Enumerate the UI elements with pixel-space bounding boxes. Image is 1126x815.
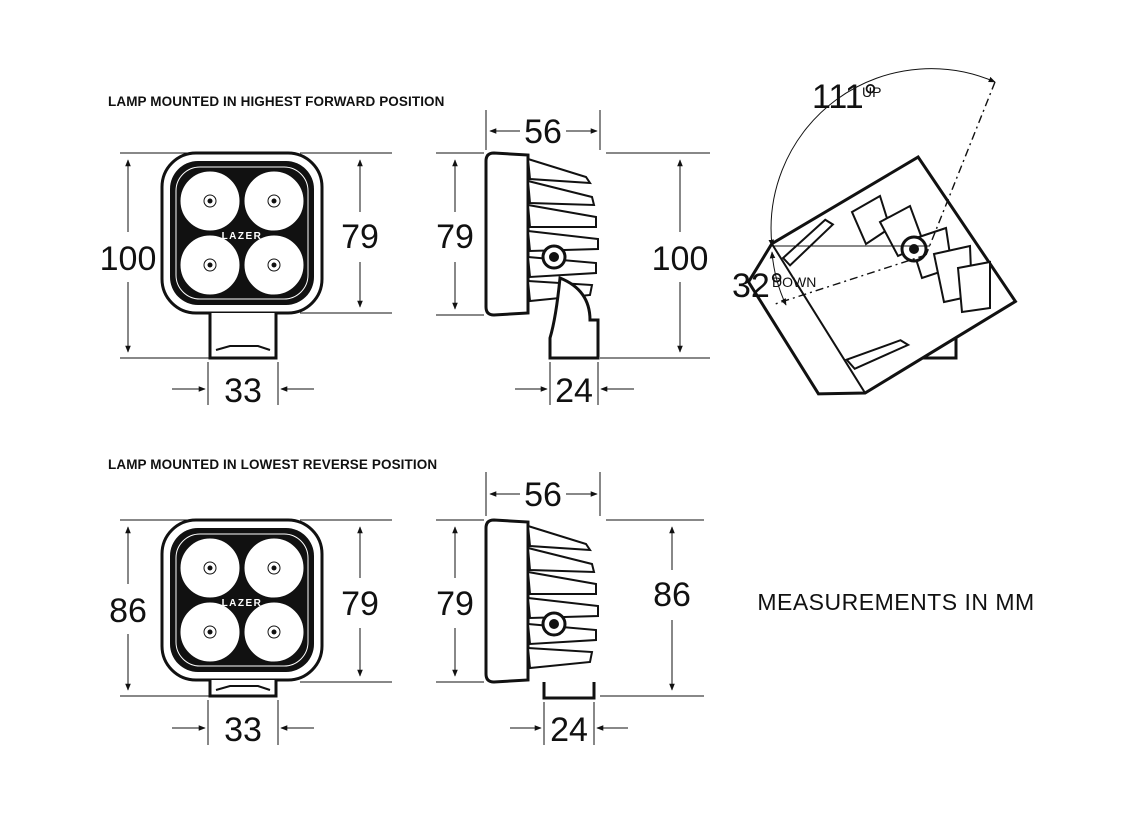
tilt-down-label: DOWN: [772, 274, 816, 290]
bottom-front-body-height: 79: [341, 585, 379, 623]
top-side-height: 100: [652, 240, 709, 278]
bottom-side-height: 86: [653, 576, 691, 614]
bottom-front-mount-width: 33: [224, 711, 262, 749]
heading-top: LAMP MOUNTED IN HIGHEST FORWARD POSITION: [108, 94, 445, 109]
logo-text-top: LAZER: [222, 231, 263, 242]
bottom-front-height: 86: [109, 592, 147, 630]
top-side-view: 56 79 100 24: [436, 110, 710, 410]
bottom-side-width: 56: [524, 476, 562, 514]
top-front-body-height: 79: [341, 218, 379, 256]
logo-text-bottom: LAZER: [222, 598, 263, 609]
tilt-diagram: 111° UP 32° DOWN: [732, 68, 1018, 396]
bottom-side-body-height: 79: [436, 585, 474, 623]
top-front-height: 100: [100, 240, 157, 278]
bottom-side-view: 56 79 86 24: [436, 472, 704, 749]
top-side-width: 56: [524, 113, 562, 151]
heading-bottom: LAMP MOUNTED IN LOWEST REVERSE POSITION: [108, 457, 437, 472]
tilt-up-label: UP: [862, 84, 881, 100]
top-side-mount-width: 24: [555, 372, 593, 410]
top-front-mount-width: 33: [224, 372, 262, 410]
tilt-up-angle: 111°: [812, 78, 877, 116]
units-note: MEASUREMENTS IN MM: [757, 589, 1034, 615]
top-front-view: LAZER 100 79 33: [100, 151, 392, 410]
bottom-side-mount-width: 24: [550, 711, 588, 749]
tilt-down-angle: 32°: [732, 267, 783, 305]
top-side-body-height: 79: [436, 218, 474, 256]
bottom-front-view: LAZER 86 79 33: [109, 518, 392, 749]
